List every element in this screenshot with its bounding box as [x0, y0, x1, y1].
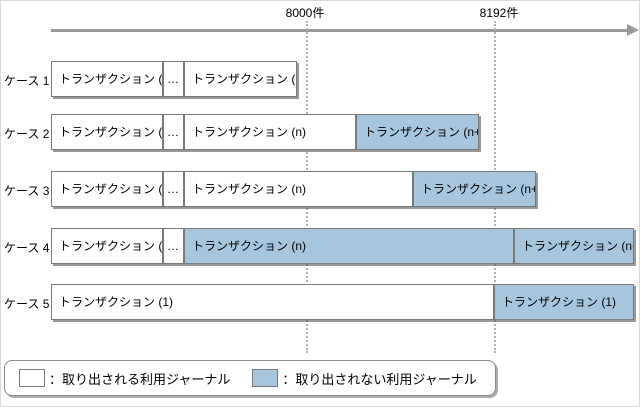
legend-swatch-retrieved [19, 369, 45, 387]
legend-label-not-retrieved: ：取り出されない利用ジャーナル [282, 371, 477, 387]
transaction-box: トランザクション (n+1) [413, 171, 536, 207]
case-label-3: ケース 3 [4, 184, 50, 198]
case-label-4: ケース 4 [4, 241, 50, 255]
case-label-5: ケース 5 [4, 297, 50, 311]
ellipsis-box: … [163, 114, 184, 150]
case-label-1: ケース 1 [4, 74, 50, 88]
transaction-box: トランザクション (n+1) [514, 228, 634, 264]
transaction-box: トランザクション (n) [184, 114, 356, 150]
threshold-label-8000: 8000件 [285, 6, 325, 20]
legend-box: ：取り出される利用ジャーナル ：取り出されない利用ジャーナル [4, 360, 496, 396]
timeline-arrow-line [51, 29, 627, 32]
transaction-box: トランザクション (n) [184, 61, 297, 97]
ellipsis-box: … [163, 228, 184, 264]
ellipsis-box: … [163, 171, 184, 207]
transaction-box: トランザクション (1) [494, 284, 634, 320]
transaction-box: トランザクション (1) [51, 114, 163, 150]
transaction-box: トランザクション (n) [184, 228, 514, 264]
case-label-2: ケース 2 [4, 127, 50, 141]
legend-swatch-not-retrieved [252, 369, 279, 387]
threshold-label-8192: 8192件 [479, 6, 519, 20]
transaction-box: トランザクション (1) [51, 284, 494, 320]
legend-label-retrieved: ：取り出される利用ジャーナル [49, 371, 231, 387]
transaction-box: トランザクション (1) [51, 228, 163, 264]
ellipsis-box: … [163, 61, 184, 97]
transaction-box: トランザクション (1) [51, 171, 163, 207]
transaction-box: トランザクション (1) [51, 61, 163, 97]
transaction-box: トランザクション (n+1) [356, 114, 479, 150]
transaction-box: トランザクション (n) [184, 171, 413, 207]
timeline-arrowhead-icon [627, 24, 639, 36]
